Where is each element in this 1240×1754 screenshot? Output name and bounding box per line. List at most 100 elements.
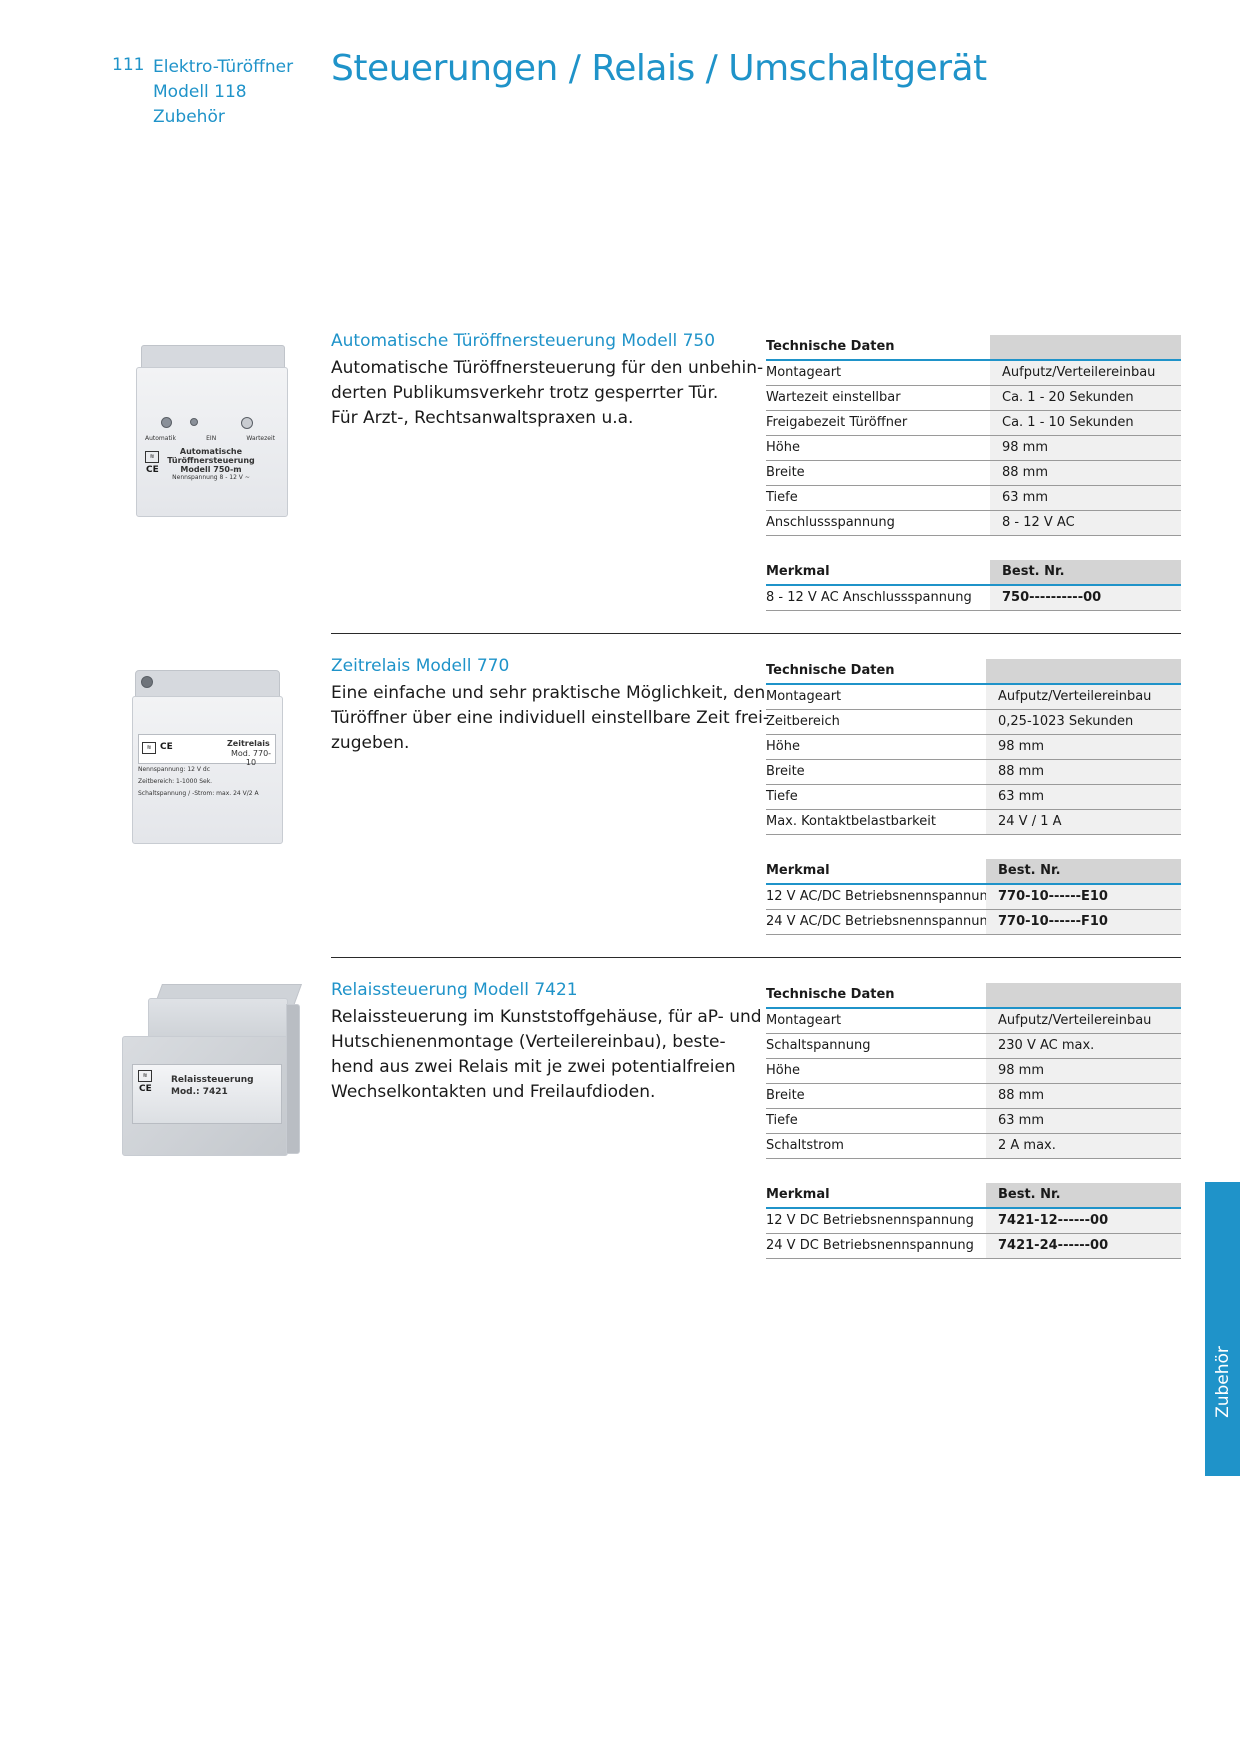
table-header-row: Technische Daten: [766, 335, 1181, 361]
table-row: 8 - 12 V AC Anschlussspannung 750--------…: [766, 586, 1181, 611]
table-cell: Freigabezeit Türöffner: [766, 415, 908, 430]
table-header-cell: Merkmal: [766, 1187, 830, 1202]
device-label-text: Relaissteuerung: [171, 1075, 254, 1085]
device-label-text: Automatische Türöffnersteuerung: [167, 447, 255, 465]
table-cell: 12 V AC/DC Betriebsnennspannung: [766, 889, 996, 904]
product-description: Eine einfache und sehr praktische Möglic…: [331, 681, 769, 756]
table-row: Montageart Aufputz/Verteilereinbau: [766, 685, 1181, 710]
table-cell: 24 V DC Betriebsnennspannung: [766, 1238, 974, 1253]
description-line: Automatische Türöffnersteuerung für den …: [331, 358, 764, 378]
table-header-cell: Best. Nr.: [986, 1183, 1181, 1207]
table-cell: 230 V AC max.: [986, 1034, 1181, 1058]
order-number: 750----------00: [990, 586, 1181, 610]
table-row: Freigabezeit Türöffner Ca. 1 - 10 Sekunde…: [766, 411, 1181, 436]
device-label-text: Nennspannung 8 - 12 V ~: [172, 474, 250, 481]
product-title: Zeitrelais Modell 770: [331, 656, 510, 676]
breadcrumb: Elektro-Türöffner Modell 118 Zubehör: [153, 55, 293, 130]
order-number: 770-10------F10: [986, 910, 1181, 934]
table-cell: Aufputz/Verteilereinbau: [986, 1009, 1181, 1033]
table-cell: 98 mm: [986, 735, 1181, 759]
table-cell: Breite: [766, 465, 805, 480]
product-description: Automatische Türöffnersteuerung für den …: [331, 356, 764, 431]
description-line: zugeben.: [331, 733, 410, 753]
device-label-text: Automatik: [145, 435, 176, 442]
table-row: Tiefe 63 mm: [766, 1109, 1181, 1134]
table-cell: Höhe: [766, 1063, 800, 1078]
order-number: 7421-12------00: [986, 1209, 1181, 1233]
table-cell: 63 mm: [986, 1109, 1181, 1133]
table-cell: Breite: [766, 1088, 805, 1103]
table-cell: Wartezeit einstellbar: [766, 390, 901, 405]
table-header-cell: [986, 983, 1181, 1007]
side-tab-label: Zubehör: [1212, 1346, 1233, 1418]
table-cell: 88 mm: [990, 461, 1181, 485]
table-cell: Tiefe: [766, 490, 798, 505]
product-title: Automatische Türöffnersteuerung Modell 7…: [331, 331, 716, 351]
breadcrumb-item: Elektro-Türöffner: [153, 57, 294, 77]
description-line: Für Arzt-, Rechtsanwaltspraxen u.a.: [331, 408, 634, 428]
table-cell: 63 mm: [990, 486, 1181, 510]
table-header-cell: Merkmal: [766, 564, 830, 579]
description-line: Wechselkontakten und Freilaufdioden.: [331, 1082, 656, 1102]
ce-mark-icon: CE: [160, 742, 173, 752]
description-line: Hutschienenmontage (Verteilereinbau), be…: [331, 1032, 726, 1052]
table-cell: Aufputz/Verteilereinbau: [990, 361, 1181, 385]
table-cell: 8 - 12 V AC Anschlussspannung: [766, 590, 972, 605]
table-row: 12 V DC Betriebsnennspannung 7421-12-----…: [766, 1209, 1181, 1234]
side-tab: Zubehör: [1205, 1182, 1240, 1476]
description-line: Relaissteuerung im Kunststoffgehäuse, fü…: [331, 1007, 762, 1027]
table-row: Breite 88 mm: [766, 461, 1181, 486]
order-table: Merkmal Best. Nr. 12 V AC/DC Betriebsnen…: [766, 859, 1181, 935]
table-cell: Höhe: [766, 739, 800, 754]
section-divider: [331, 633, 1181, 634]
breadcrumb-item: Zubehör: [153, 107, 225, 127]
table-cell: Schaltspannung: [766, 1038, 871, 1053]
table-cell: 88 mm: [986, 760, 1181, 784]
table-cell: Montageart: [766, 689, 842, 704]
table-cell: Anschlussspannung: [766, 515, 895, 530]
table-header-cell: Technische Daten: [766, 663, 895, 678]
table-row: Wartezeit einstellbar Ca. 1 - 20 Sekunden: [766, 386, 1181, 411]
product-image-770: Zeitrelais Mod. 770-10 ≋ CE Nennspannung…: [130, 668, 285, 848]
table-header-row: Merkmal Best. Nr.: [766, 859, 1181, 885]
device-label-text: Zeitbereich: 1-1000 Sek.: [138, 778, 213, 785]
product-title: Relaissteuerung Modell 7421: [331, 980, 578, 1000]
table-cell: Aufputz/Verteilereinbau: [986, 685, 1181, 709]
brand-logo-icon: ≋: [142, 742, 156, 754]
table-cell: Höhe: [766, 440, 800, 455]
device-label-text: EIN: [206, 435, 217, 442]
table-header-cell: Best. Nr.: [986, 859, 1181, 883]
table-cell: 8 - 12 V AC: [990, 511, 1181, 535]
brand-logo-icon: ≋: [138, 1070, 152, 1082]
breadcrumb-item: Modell 118: [153, 82, 247, 102]
table-cell: 12 V DC Betriebsnennspannung: [766, 1213, 974, 1228]
product-image-750: Automatik EIN Wartezeit Automatische Tür…: [133, 345, 293, 525]
table-header-row: Technische Daten: [766, 659, 1181, 685]
brand-logo-icon: ≋: [145, 451, 159, 463]
table-cell: Schaltstrom: [766, 1138, 844, 1153]
table-header-cell: Best. Nr.: [990, 560, 1181, 584]
description-line: hend aus zwei Relais mit je zwei potenti…: [331, 1057, 736, 1077]
table-header-cell: Technische Daten: [766, 987, 895, 1002]
device-label-text: Zeitrelais: [227, 739, 270, 748]
table-cell: Tiefe: [766, 1113, 798, 1128]
order-number: 770-10------E10: [986, 885, 1181, 909]
table-cell: 24 V / 1 A: [986, 810, 1181, 834]
table-cell: 2 A max.: [986, 1134, 1181, 1158]
table-cell: Ca. 1 - 20 Sekunden: [990, 386, 1181, 410]
table-row: Tiefe 63 mm: [766, 486, 1181, 511]
product-image-7421: Relaissteuerung Mod.: 7421 ≋ CE: [118, 984, 303, 1179]
table-row: Höhe 98 mm: [766, 735, 1181, 760]
table-cell: Ca. 1 - 10 Sekunden: [990, 411, 1181, 435]
